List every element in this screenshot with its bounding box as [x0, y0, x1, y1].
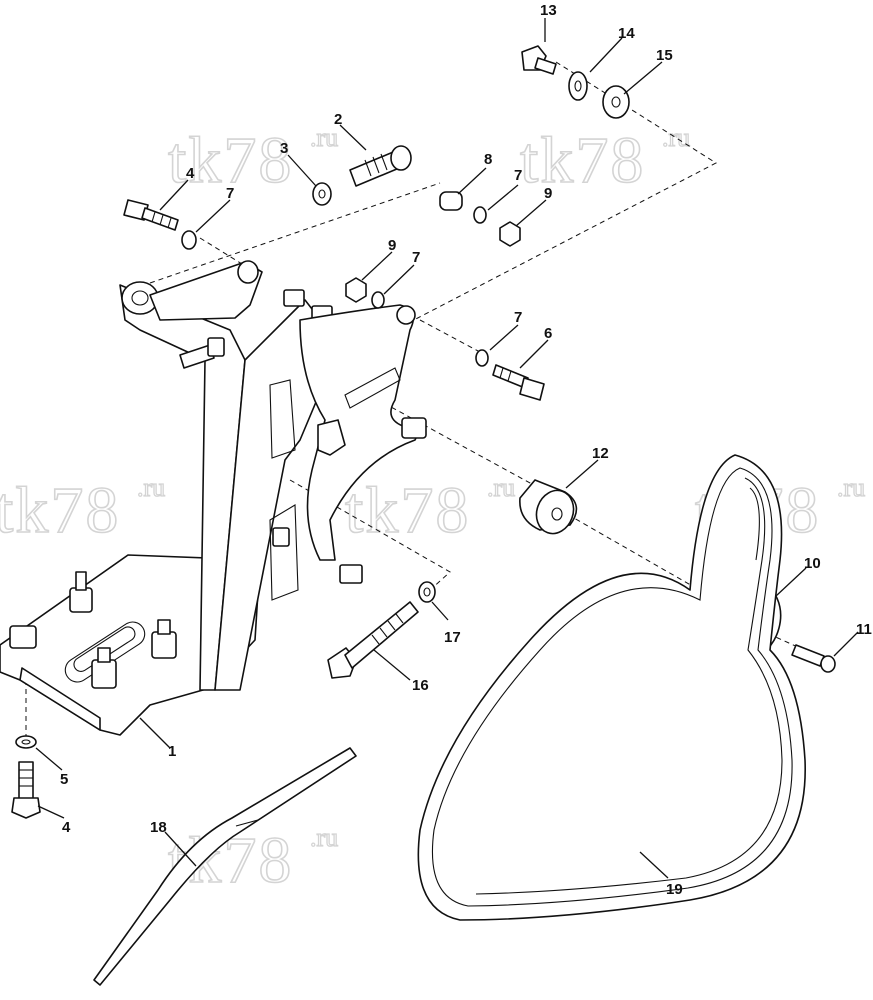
watermark-top-left-suffix: .ru — [310, 123, 338, 152]
callout-5: 5 — [60, 771, 68, 788]
callout-labels: 13 14 15 2 3 8 4 7 7 9 9 7 7 6 12 10 11 … — [60, 2, 872, 898]
callout-9-lower: 9 — [388, 237, 396, 254]
watermark-mid-left: tk78 — [0, 474, 120, 547]
callout-13: 13 — [540, 2, 557, 19]
bracket-part-1 — [0, 260, 427, 736]
spacer-part-8 — [439, 191, 463, 211]
belt-part-19 — [417, 454, 806, 921]
washer-part-3 — [312, 182, 332, 206]
base-bolt-front — [91, 647, 117, 689]
callout-7-upper-left: 7 — [226, 185, 234, 202]
washer-part-15 — [602, 85, 630, 119]
callout-12: 12 — [592, 445, 609, 462]
washer-part-5 — [15, 735, 37, 749]
base-nut-corner — [9, 625, 37, 649]
nut-part-9-lower — [345, 277, 367, 303]
callout-4-upper: 4 — [186, 165, 195, 182]
tower-nut-top — [283, 289, 305, 307]
callout-11: 11 — [856, 621, 872, 638]
callout-6: 6 — [544, 325, 552, 342]
watermark-mid-right-suffix: .ru — [837, 473, 865, 502]
callout-9-upper: 9 — [544, 185, 552, 202]
leader-lines — [35, 18, 859, 879]
callout-16: 16 — [412, 677, 429, 694]
callout-10: 10 — [804, 555, 821, 572]
watermark-top-right-suffix: .ru — [662, 123, 690, 152]
callout-18: 18 — [150, 819, 167, 836]
watermark-mid-center: tk78 — [345, 474, 470, 547]
base-bolt-rear — [151, 619, 177, 659]
washer-part-7-lower — [475, 349, 489, 367]
bolt-part-2 — [349, 145, 412, 187]
watermark-mid-left-suffix: .ru — [137, 473, 165, 502]
bolt-part-16 — [327, 601, 419, 679]
tool-part-18 — [93, 747, 357, 986]
bolt-part-6 — [492, 364, 545, 401]
watermark-top-left: tk78 — [168, 124, 293, 197]
callout-15: 15 — [656, 47, 673, 64]
callout-4-lower: 4 — [62, 819, 71, 836]
washer-part-7-middle — [371, 291, 385, 309]
watermark-mid-center-suffix: .ru — [487, 473, 515, 502]
roller-part-12 — [519, 479, 578, 535]
callout-7-upper-right: 7 — [514, 167, 522, 184]
tower-nut-bottom — [339, 564, 363, 584]
callout-1: 1 — [168, 743, 176, 760]
washer-part-7-upper-right — [473, 206, 487, 224]
callout-7-middle: 7 — [412, 249, 420, 266]
bolt-part-13 — [521, 45, 557, 75]
bolt-part-11 — [791, 644, 836, 673]
nut-part-9-upper — [499, 221, 521, 247]
callout-17: 17 — [444, 629, 461, 646]
callout-14: 14 — [618, 25, 635, 42]
watermark-bottom-left-suffix: .ru — [310, 823, 338, 852]
washer-part-14 — [568, 71, 588, 101]
callout-3: 3 — [280, 140, 288, 157]
callout-7-lower: 7 — [514, 309, 522, 326]
washer-part-7-upper-left — [181, 230, 197, 250]
callout-8: 8 — [484, 151, 492, 168]
callout-19: 19 — [666, 881, 683, 898]
washer-part-17 — [418, 581, 436, 603]
callout-2: 2 — [334, 111, 342, 128]
stud-upper-left — [179, 337, 225, 369]
watermark-top-right: tk78 — [520, 124, 645, 197]
base-bolt-left — [69, 571, 93, 613]
bolt-part-4-upper — [123, 199, 179, 231]
bolt-part-4-lower — [11, 761, 41, 819]
